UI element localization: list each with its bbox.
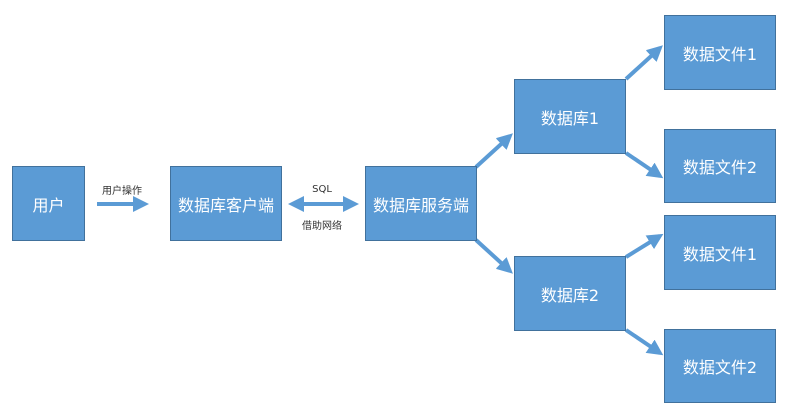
node-db2-datafile1: 数据文件1: [664, 215, 776, 290]
edge-label-sql: SQL: [312, 184, 332, 195]
arrow-db1-file2: [624, 151, 664, 179]
arrow-db2-file2: [624, 328, 664, 356]
edge-label-network: 借助网络: [302, 221, 342, 232]
edge-label-user-operation: 用户操作: [102, 186, 142, 197]
arrow-db1-file1: [624, 45, 663, 81]
node-db2: 数据库2: [514, 256, 626, 331]
arrow-db2-file1: [624, 233, 664, 259]
arrow-server-db1: [474, 133, 513, 169]
node-db1: 数据库1: [514, 79, 626, 154]
node-db1-datafile1: 数据文件1: [664, 15, 776, 90]
arrow-server-db2: [474, 238, 513, 274]
node-db-server: 数据库服务端: [365, 166, 477, 241]
node-db1-datafile2: 数据文件2: [664, 129, 776, 203]
node-db2-datafile2: 数据文件2: [664, 329, 776, 403]
node-db-client: 数据库客户端: [170, 166, 282, 241]
node-user: 用户: [12, 166, 85, 241]
